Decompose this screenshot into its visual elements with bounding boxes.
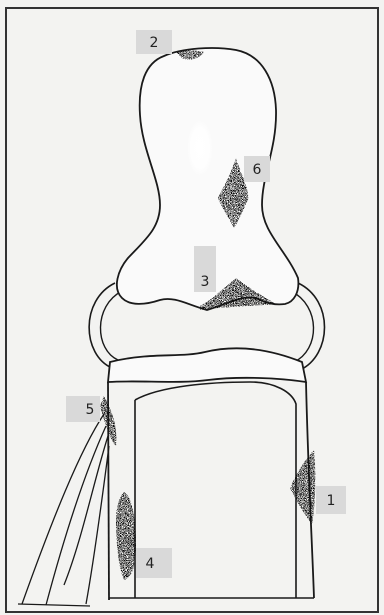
lesion-1-shading	[290, 450, 315, 524]
label-1-text: 1	[327, 493, 336, 509]
tendon-fiber-4	[86, 446, 109, 604]
label-2-text: 2	[150, 35, 159, 51]
label-4-text: 4	[146, 556, 155, 572]
label-2: 2	[136, 30, 172, 54]
label-3-text: 3	[201, 274, 210, 290]
joint-capsule-right-inner	[291, 291, 314, 362]
label-1: 1	[316, 486, 346, 514]
label-4: 4	[136, 548, 172, 578]
label-6-text: 6	[253, 162, 262, 178]
tendon-fiber-1	[22, 414, 104, 604]
lower-bone-articular-surface	[108, 348, 306, 382]
joint-capsule-left-inner	[100, 291, 122, 360]
lesion-4-shading	[116, 492, 136, 580]
label-6: 6	[244, 156, 270, 182]
label-5-box	[66, 396, 100, 422]
label-5: 5	[66, 396, 100, 422]
glare-highlight	[187, 120, 213, 176]
label-3: 3	[194, 246, 216, 292]
tendon-fiber-3	[64, 436, 108, 585]
tendon-base	[18, 604, 90, 606]
label-5-text: 5	[86, 402, 95, 418]
